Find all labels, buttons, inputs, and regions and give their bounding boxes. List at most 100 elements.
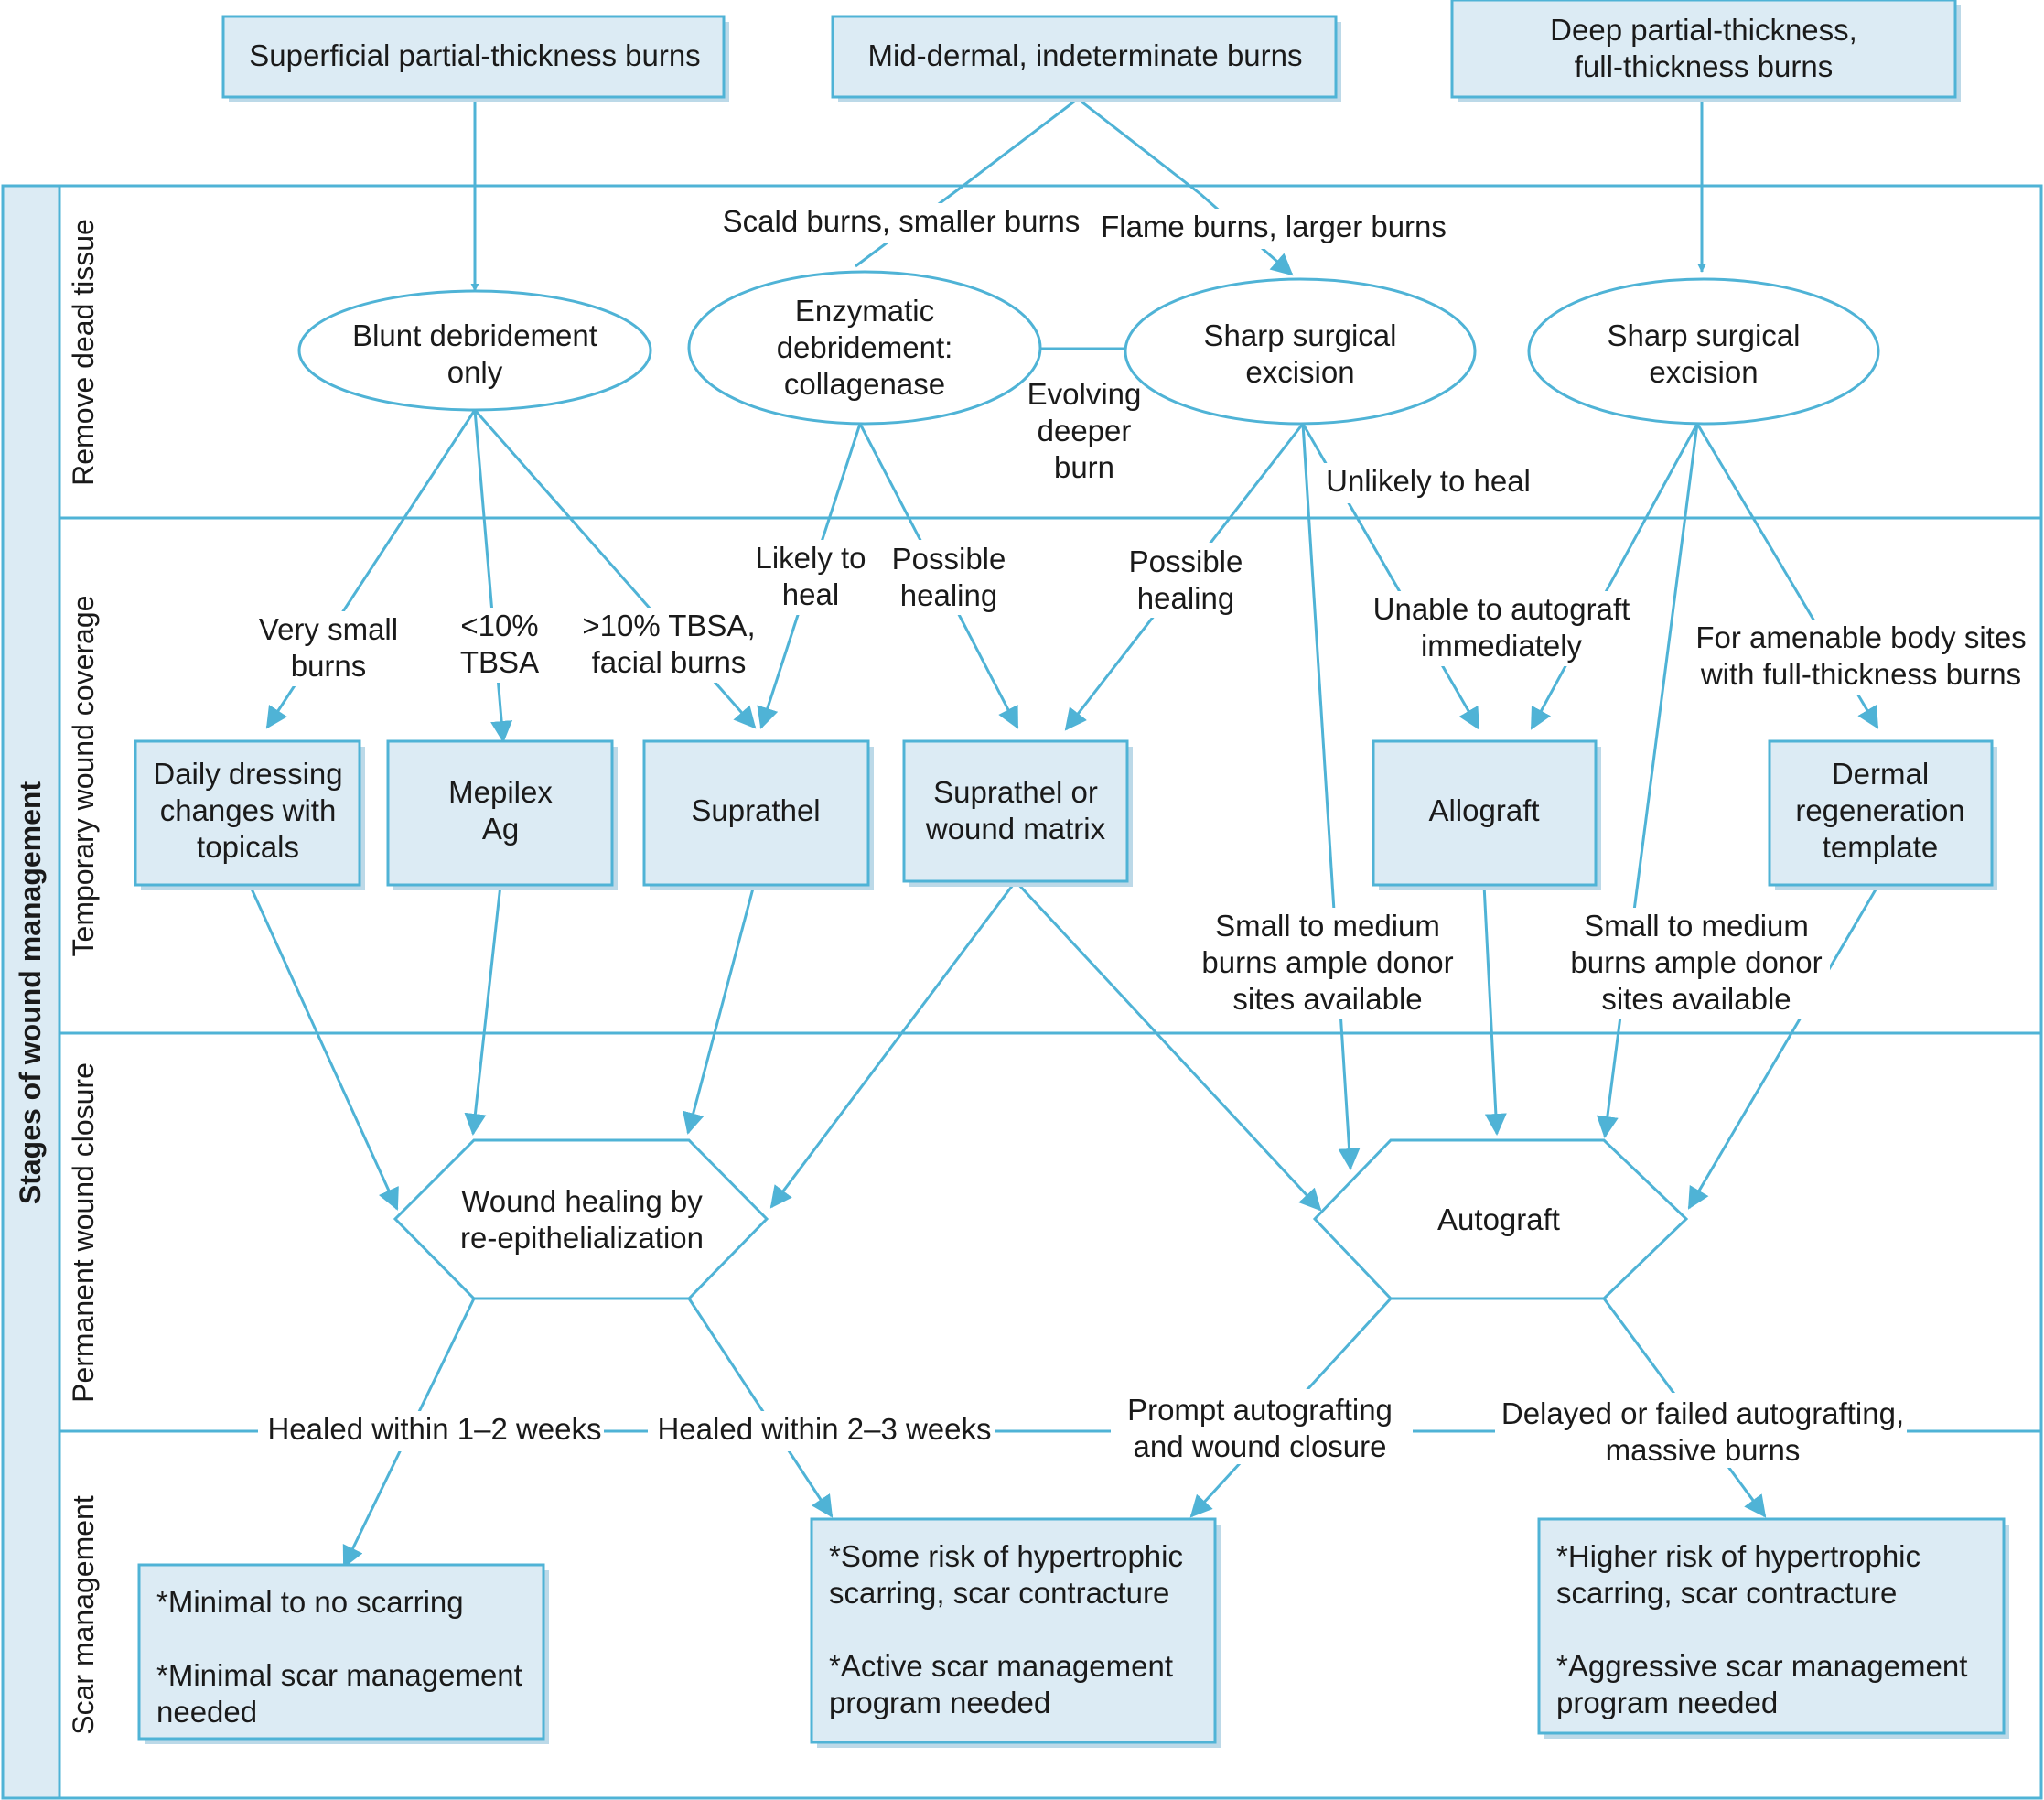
label-scald-line: Scald burns, smaller burns <box>723 204 1081 238</box>
lane-frame: Stages of wound management Remove dead ti… <box>1 184 2043 1800</box>
line-middermal-right <box>1077 97 1201 196</box>
label-possible-1-bg <box>886 540 1014 615</box>
lane-label-permanent: Permanent wound closure <box>67 1062 100 1403</box>
box-some-risk-scarring-line: program needed <box>829 1686 1050 1719</box>
stages-title: Stages of wound management <box>14 781 47 1205</box>
label-lt10-line: <10% <box>460 609 538 642</box>
label-very-small-line: burns <box>291 649 367 683</box>
box-daily-label-line: changes with <box>160 793 337 827</box>
label-delayed-line: Delayed or failed autografting, <box>1501 1396 1904 1430</box>
label-evolving-burn-line: deeper <box>1038 414 1132 447</box>
box-higher-risk-scarring-line: program needed <box>1556 1686 1778 1719</box>
box-allograft: Allograft <box>1372 739 1601 890</box>
box-some-risk-scarring: *Some risk of hypertrophic scarring, sca… <box>810 1517 1221 1748</box>
arrow-dermal-to-autograft <box>1687 884 1880 1210</box>
label-scald-bg <box>714 203 1087 243</box>
lane-label-remove: Remove dead tissue <box>67 219 100 486</box>
label-amenable-bg <box>1691 620 2031 695</box>
box-some-risk-scarring-line: *Some risk of hypertrophic <box>829 1539 1183 1573</box>
label-possible-1-line: Possible <box>892 542 1006 576</box>
box-higher-risk-scarring-line: *Higher risk of hypertrophic <box>1556 1539 1920 1573</box>
box-dermal-label-line: template <box>1823 830 1939 864</box>
arrow-reepi-to-some <box>687 1298 834 1518</box>
label-small-medium-1-bg <box>1195 908 1460 1019</box>
box-higher-risk-scarring-line: scarring, scar contracture <box>1556 1576 1897 1610</box>
box-dermal-label-line: Dermal <box>1832 757 1929 791</box>
label-delayed-line: massive burns <box>1606 1433 1801 1467</box>
label-unable-line: Unable to autograft <box>1373 592 1630 626</box>
label-very-small-bg <box>245 611 415 686</box>
label-flame-line: Flame burns, larger burns <box>1101 210 1447 243</box>
box-matrix-label-line: Suprathel or <box>933 775 1098 809</box>
hexagon-re-epithelialization-label-line: re-epithelialization <box>460 1221 704 1255</box>
box-allograft-label-line: Allograft <box>1428 793 1539 827</box>
label-very-small-line: Very small <box>259 612 398 646</box>
label-unable-bg <box>1369 591 1634 666</box>
oval-enzymatic-debridement-label-line: debridement: <box>777 330 953 364</box>
label-prompt-line: Prompt autografting <box>1127 1393 1393 1427</box>
box-middermal: Mid-dermal, indeterminate burns <box>831 15 1341 102</box>
box-daily-label-line: topicals <box>197 830 299 864</box>
arrow-suprathel-to-reepi <box>683 884 756 1135</box>
box-deep-label-line: full-thickness burns <box>1575 49 1833 83</box>
label-healed-1-2-line: Healed within 1–2 weeks <box>267 1412 601 1446</box>
stages-sidebar <box>1 184 61 1800</box>
label-healed-2-3-line: Healed within 2–3 weeks <box>657 1412 991 1446</box>
label-small-medium-2-line: burns ample donor <box>1570 945 1822 979</box>
label-possible-2-line: Possible <box>1129 544 1243 578</box>
box-minimal-scarring: *Minimal to no scarring*Minimal scar man… <box>137 1563 549 1744</box>
lane-label-scar: Scar management <box>67 1495 100 1735</box>
box-superficial: Superficial partial-thickness burns <box>221 15 729 102</box>
arrow-matrix-to-reepi <box>769 880 1017 1209</box>
label-small-medium-1-line: sites available <box>1232 982 1422 1016</box>
arrow-allograft-to-autograft <box>1482 884 1507 1136</box>
label-unable-line: immediately <box>1421 629 1583 663</box>
label-likely-line: heal <box>782 577 839 611</box>
box-deep: Deep partial-thickness,full-thickness bu… <box>1450 0 1961 102</box>
lane-label-temporary: Temporary wound coverage <box>67 596 100 957</box>
line-middermal-left <box>960 97 1079 189</box>
oval-sharp-excision-1-label-line: Sharp surgical <box>1204 318 1397 352</box>
oval-enzymatic-debridement-label-line: Enzymatic <box>795 294 934 328</box>
box-some-risk-scarring-line: *Active scar management <box>829 1649 1173 1683</box>
label-small-medium-2-line: Small to medium <box>1584 909 1809 943</box>
label-unlikely-bg <box>1319 463 1541 503</box>
box-dermal-label-line: regeneration <box>1795 793 1964 827</box>
label-amenable-line: with full-thickness burns <box>1700 657 2021 691</box>
label-likely-bg <box>748 540 877 615</box>
box-minimal-scarring-line: *Minimal scar management <box>156 1658 522 1692</box>
box-suprathel-label-line: Suprathel <box>691 793 820 827</box>
label-flame-bg <box>1094 209 1451 249</box>
label-prompt-line: and wound closure <box>1133 1429 1386 1463</box>
label-delayed-bg <box>1495 1393 1907 1468</box>
arrow-sharp2-to-allograft <box>1530 423 1699 730</box>
label-small-medium-2-line: sites available <box>1601 982 1791 1016</box>
hexagon-re-epithelialization-label-line: Wound healing by <box>461 1184 703 1218</box>
label-unlikely-line: Unlikely to heal <box>1326 464 1531 498</box>
label-prompt-bg <box>1111 1389 1413 1464</box>
box-mepilex-label-line: Mepilex <box>448 775 553 809</box>
box-daily-label-line: Daily dressing <box>153 757 342 791</box>
arrow-daily-to-reepi <box>248 884 399 1211</box>
label-small-medium-1-line: burns ample donor <box>1201 945 1453 979</box>
label-amenable-line: For amenable body sites <box>1695 620 2026 654</box>
box-matrix-label-line: wound matrix <box>925 812 1106 846</box>
box-higher-risk-scarring: *Higher risk of hypertrophic scarring, s… <box>1537 1517 2009 1739</box>
arrow-sharp2-to-autograft <box>1596 423 1699 1138</box>
arrow-blunt-to-mepilex <box>473 409 513 743</box>
oval-sharp-excision-1-label-line: excision <box>1245 355 1354 389</box>
label-gt10-line: >10% TBSA, <box>582 609 755 642</box>
box-minimal-scarring-line: needed <box>156 1695 257 1729</box>
label-possible-1-line: healing <box>900 578 997 612</box>
label-likely-line: Likely to <box>755 541 866 575</box>
box-higher-risk-scarring-line: *Aggressive scar management <box>1556 1649 1967 1683</box>
label-small-medium-1-line: Small to medium <box>1215 909 1440 943</box>
box-suprathel: Suprathel <box>642 739 874 890</box>
oval-blunt-debridement-label-line: only <box>447 355 503 389</box>
